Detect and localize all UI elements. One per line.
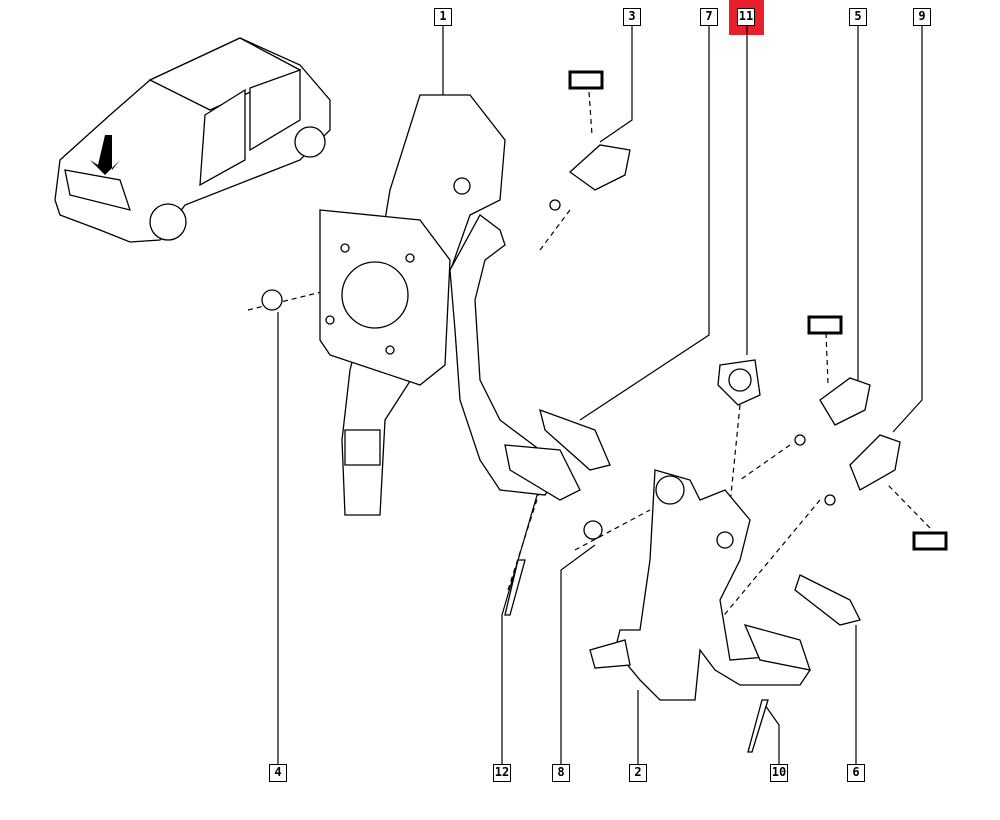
callout-11-highlighted[interactable]: 11 — [737, 8, 755, 26]
callout-2[interactable]: 2 — [629, 764, 647, 782]
callout-3[interactable]: 3 — [623, 8, 641, 26]
pedal-bracket — [319, 94, 506, 516]
leader-lines — [247, 26, 931, 764]
callout-4[interactable]: 4 — [269, 764, 287, 782]
callout-6[interactable]: 6 — [847, 764, 865, 782]
callout-10[interactable]: 10 — [770, 764, 788, 782]
callout-1[interactable]: 1 — [434, 8, 452, 26]
brake-pedal — [449, 214, 611, 501]
callout-8[interactable]: 8 — [552, 764, 570, 782]
pedal-switches — [261, 144, 901, 753]
callout-7[interactable]: 7 — [700, 8, 718, 26]
callout-9[interactable]: 9 — [913, 8, 931, 26]
vehicle-locator-image — [54, 37, 331, 243]
blank-label-plates — [568, 70, 948, 551]
clutch-pedal-assembly — [589, 359, 861, 701]
callout-12[interactable]: 12 — [493, 764, 511, 782]
callout-5[interactable]: 5 — [849, 8, 867, 26]
